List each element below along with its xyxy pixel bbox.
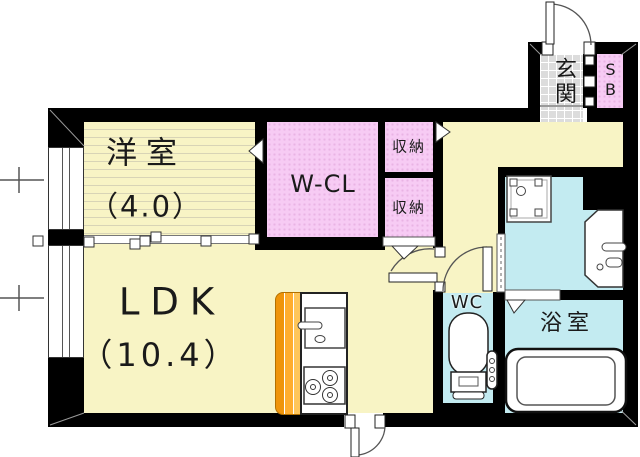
- storage-divider: [385, 172, 433, 178]
- wc-bottom-wall: [443, 403, 493, 413]
- dimension-marks: [0, 167, 44, 311]
- ldk-door-opening: [433, 248, 443, 290]
- wc-door-icon: [442, 246, 493, 292]
- western-room-size: （4.0）: [88, 189, 204, 224]
- bath-washroom-wall: [560, 290, 623, 300]
- washroom-west-wall: [498, 167, 505, 235]
- vanity-basin-icon: [584, 209, 627, 288]
- ldk-window: [48, 245, 84, 358]
- wcl-opening-marker: [248, 137, 264, 165]
- ldk-floor: [84, 245, 433, 413]
- hallway-floor: [443, 122, 623, 167]
- western-room-label: 洋室: [106, 135, 186, 172]
- partition-handle-squares: [32, 231, 260, 250]
- toilet-icon: [448, 312, 498, 400]
- entrance-top-wall-left: [528, 42, 545, 54]
- top-wall: [48, 108, 540, 122]
- storage-upper-label: 収納: [391, 137, 427, 156]
- storage-upper-floor: [385, 122, 433, 172]
- bathroom-label: 浴室: [539, 311, 595, 336]
- ldk-east-wall-lower: [433, 290, 443, 413]
- washing-machine-pan-icon: [506, 175, 552, 223]
- entrance-step-line: [540, 105, 583, 107]
- entrance-left-wall: [528, 42, 540, 108]
- exterior-door-icon: [344, 414, 386, 457]
- sliding-partition-track: [84, 235, 255, 244]
- walk-in-closet-floor: [267, 122, 378, 237]
- gas-stove-icon: [303, 366, 346, 405]
- bathroom-folding-door-icon: [504, 289, 561, 314]
- bathtub-icon: [504, 347, 628, 414]
- ldk-door-icon: [388, 246, 446, 293]
- ldk-label: LDK: [118, 280, 226, 324]
- wcl-bottom-wall: [255, 237, 385, 250]
- ldk-east-wall-upper: [433, 122, 443, 248]
- walk-in-closet-label: W-CL: [290, 170, 356, 198]
- kitchen-sink-icon: [297, 307, 346, 349]
- storage-lower-label: 収納: [391, 198, 427, 217]
- right-wall: [623, 42, 638, 427]
- wcl-storage-divider: [378, 122, 385, 237]
- washroom-sliding-door-icon: [496, 233, 506, 293]
- shoe-box-floor: [597, 54, 623, 108]
- pipe-space-block: [583, 177, 623, 210]
- storage-lower-opening-marker: [382, 236, 436, 260]
- storage-upper-opening-marker: [435, 121, 451, 143]
- washroom-top-wall: [498, 167, 623, 177]
- left-wall-mid: [48, 230, 84, 245]
- shoe-box-label: SB: [601, 60, 620, 100]
- ldk-size: （10.4）: [80, 336, 240, 374]
- entrance-tile-floor: [540, 54, 583, 122]
- entrance-door-icon: [541, 1, 596, 56]
- entrance-label: 玄関: [551, 57, 576, 107]
- shoe-box-frame-squares: [583, 55, 596, 107]
- bottom-wall-left: [48, 413, 344, 427]
- bottom-wall-right: [383, 413, 638, 427]
- storage-lower-floor: [385, 178, 433, 237]
- western-room-floor: [84, 122, 255, 245]
- western-room-window: [48, 147, 84, 230]
- toilet-room-label: WC: [450, 292, 484, 313]
